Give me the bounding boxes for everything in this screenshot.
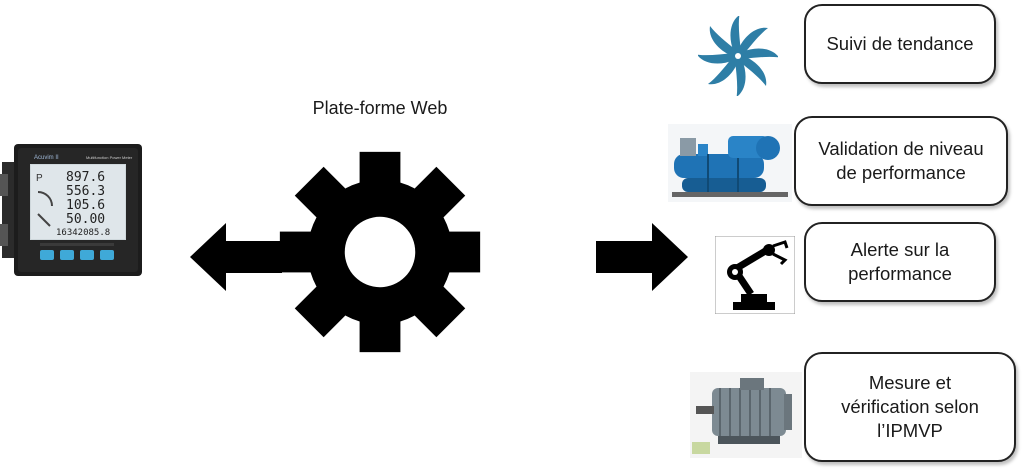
svg-text:P: P bbox=[36, 173, 43, 184]
meter-reading-2: 556.3 bbox=[66, 184, 105, 199]
output-box-trend-tracking: Suivi de tendance bbox=[804, 4, 996, 84]
robot-arm-icon bbox=[715, 236, 795, 314]
output-label-performance-validation: Validation de niveau de performance bbox=[818, 137, 984, 183]
power-meter-icon: Acuvim II Multifunction Power Meter P 89… bbox=[0, 144, 142, 276]
output-box-mv-ipmvp: Mesure et vérification selon l’IPMVP bbox=[804, 352, 1016, 462]
output-label-trend-tracking: Suivi de tendance bbox=[826, 32, 974, 54]
fan-icon bbox=[698, 16, 778, 96]
meter-reading-1: 897.6 bbox=[66, 170, 105, 185]
platform-label: Plate-forme Web bbox=[312, 98, 448, 118]
output-label-performance-alert: Alerte sur la performance bbox=[848, 238, 952, 284]
gear-icon bbox=[279, 151, 481, 353]
meter-reading-3: 105.6 bbox=[66, 198, 105, 213]
meter-reading-5: 16342085.8 bbox=[56, 228, 110, 238]
output-box-performance-alert: Alerte sur la performance bbox=[804, 222, 996, 302]
meter-reading-4: 50.00 bbox=[66, 212, 105, 227]
meter-model: Multifunction Power Meter bbox=[86, 155, 133, 160]
chiller-compressor-icon bbox=[668, 124, 792, 202]
left-arrow-icon bbox=[190, 223, 282, 291]
output-label-mv-ipmvp: Mesure et vérification selon l’IPMVP bbox=[841, 371, 979, 442]
electric-motor-icon bbox=[690, 372, 802, 458]
right-arrow-icon bbox=[596, 223, 688, 291]
meter-brand: Acuvim II bbox=[34, 155, 59, 161]
output-box-performance-validation: Validation de niveau de performance bbox=[794, 116, 1008, 206]
